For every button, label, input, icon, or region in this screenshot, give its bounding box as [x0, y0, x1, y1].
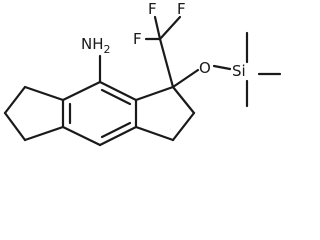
bond-quaternary-to-cf3: [158, 37, 175, 89]
bond-carbon-to-fluorine-1: [153, 15, 162, 41]
bond-right-ring-outer-bottom: [171, 111, 196, 142]
silicon-label: Si: [232, 62, 246, 80]
bond-ring-top-right: [98, 80, 138, 102]
bond-oxygen-to-silicon: [212, 64, 232, 71]
bond-aromatic-inner-bottom-right: [100, 121, 132, 139]
atom-labels: NH2 F F F O Si: [81, 0, 246, 80]
amine-label: NH2: [81, 35, 111, 56]
bond-ring-bottom-left: [61, 125, 102, 147]
bond-right-ring-outer-top: [171, 85, 196, 115]
molecule-structure-diagram: NH2 F F F O Si: [3, 0, 282, 147]
bond-left-ring-top: [23, 85, 65, 102]
bond-network: [3, 15, 282, 147]
bond-left-ring-bottom: [23, 125, 65, 142]
oxygen-label: O: [199, 59, 211, 77]
amine-subscript: 2: [104, 43, 111, 56]
fluorine-label-3: F: [133, 30, 142, 48]
bond-left-ring-outer-bottom: [3, 111, 27, 142]
bond-quaternary-to-oxygen: [171, 68, 200, 89]
fluorine-label-1: F: [148, 0, 157, 18]
bond-ring-top-left: [61, 80, 102, 102]
fluorine-label-2: F: [177, 0, 186, 18]
bond-ring-bottom-right: [98, 125, 138, 147]
amine-text: NH: [81, 35, 104, 53]
bond-aromatic-inner-top-right: [100, 88, 132, 106]
bond-left-ring-outer-top: [3, 85, 27, 115]
bond-right-ring-top: [134, 85, 175, 102]
bond-right-ring-bottom: [134, 125, 175, 142]
bond-carbon-to-fluorine-2: [158, 15, 182, 41]
